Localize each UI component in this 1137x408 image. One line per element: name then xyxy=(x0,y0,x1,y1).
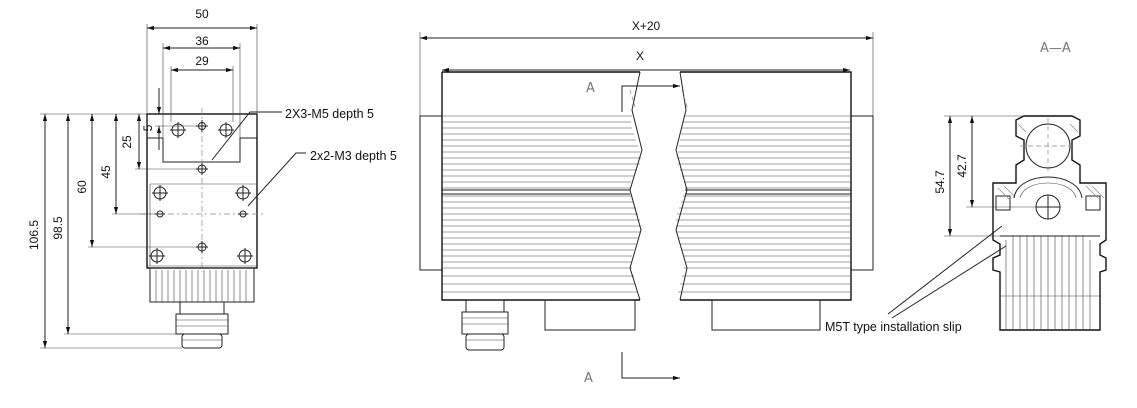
section-label-bottom: A xyxy=(584,371,593,386)
front-left-dims xyxy=(40,88,196,349)
front-inner-plate xyxy=(149,183,257,266)
dim-25: 25 xyxy=(120,135,134,149)
break-line-left xyxy=(629,71,643,301)
m3-hole-mid-left xyxy=(155,210,165,218)
dim-5: 5 xyxy=(141,124,155,131)
note-installation-slip: M5T type installation slip xyxy=(825,320,962,334)
note-m5-holes: 2X3-M5 depth 5 xyxy=(285,107,374,121)
m3-hole-mid-right xyxy=(238,210,248,218)
side-cable-gland xyxy=(461,299,509,351)
dim-x-plus-20: X+20 xyxy=(632,19,661,33)
dim-36: 36 xyxy=(195,34,209,48)
section-arrow-top xyxy=(621,83,680,112)
side-endcap-right xyxy=(850,115,874,271)
leader-m3 xyxy=(247,152,306,207)
dim-50: 50 xyxy=(195,7,209,21)
section-arch xyxy=(1013,176,1083,199)
front-heatsink xyxy=(149,267,255,303)
side-view: X+20 X xyxy=(419,19,874,386)
section-slot-right xyxy=(1085,195,1101,211)
break-line-right xyxy=(675,71,688,301)
hole-bottom-center xyxy=(196,241,208,253)
section-fins xyxy=(1000,235,1100,330)
m5-hole-top-center xyxy=(196,120,208,132)
side-body-right xyxy=(680,71,852,301)
section-view: A—A 54.7 42.7 M5T t xyxy=(825,41,1107,334)
side-foot-left xyxy=(544,299,636,331)
front-cable-gland xyxy=(175,301,229,349)
section-slot-left xyxy=(995,195,1011,211)
m5-hole-mid xyxy=(196,163,208,175)
dim-42-7: 42.7 xyxy=(955,154,969,178)
dim-54-7: 54.7 xyxy=(933,170,947,194)
hole-bottom-left xyxy=(149,248,165,264)
section-outer-profile xyxy=(992,115,1107,331)
dim-98-5: 98.5 xyxy=(51,216,65,240)
note-m3-holes: 2x2-M3 depth 5 xyxy=(310,149,397,163)
side-body-left xyxy=(441,71,640,301)
dim-x: X xyxy=(636,49,644,63)
section-arrow-bottom xyxy=(621,352,680,381)
dim-106-5: 106.5 xyxy=(27,220,41,250)
front-top-dims xyxy=(146,24,258,138)
m5-hole-top-left xyxy=(170,122,186,138)
leader-m5 xyxy=(211,111,282,161)
section-title: A—A xyxy=(1040,41,1071,56)
dim-60: 60 xyxy=(75,180,89,194)
side-foot-right xyxy=(711,299,821,331)
side-ribs-right xyxy=(676,115,851,293)
break-dashes xyxy=(629,89,689,111)
section-label-top: A xyxy=(586,81,595,96)
leader-installation-slip xyxy=(887,225,1007,319)
m3-hole-upper-left xyxy=(152,185,168,201)
section-arch-inner xyxy=(1019,182,1077,199)
dim-29: 29 xyxy=(195,54,209,68)
hole-bottom-right xyxy=(237,248,253,264)
m5-hole-top-right xyxy=(218,122,234,138)
dim-45: 45 xyxy=(99,165,113,179)
side-ribs-left xyxy=(442,115,641,293)
front-view: 50 36 29 106.5 98.5 60 45 25 5 xyxy=(27,7,397,349)
section-hatching xyxy=(997,123,1105,201)
front-upper-plate xyxy=(146,114,258,163)
side-endcap-left xyxy=(419,115,443,271)
m3-hole-upper-right xyxy=(235,185,251,201)
